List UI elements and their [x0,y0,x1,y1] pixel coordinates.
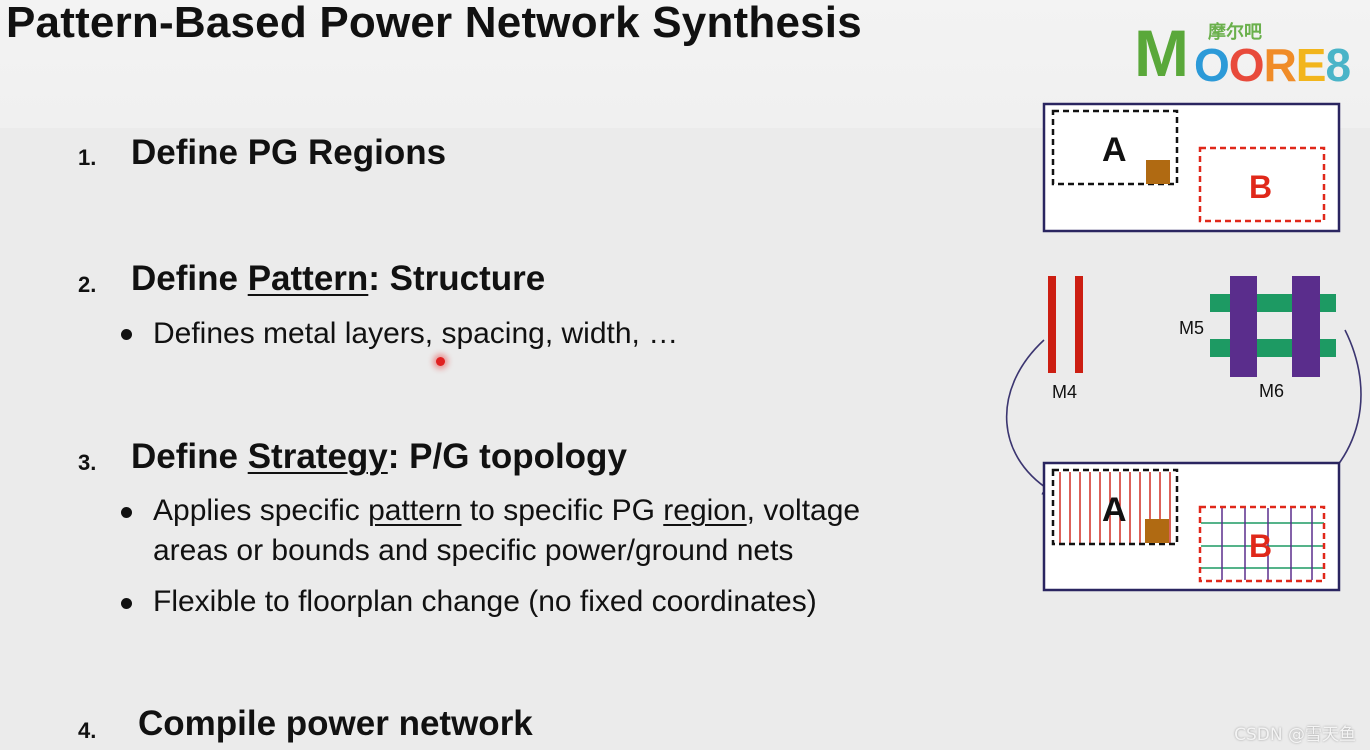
bullet-dot [121,329,132,340]
region-b-label: B [1249,528,1272,564]
step-number: 4. [78,718,97,743]
pg-diagram: A B M4 M5 M6 [1005,102,1362,592]
floorplan-top: A B [1042,102,1341,233]
bullet-text: Defines metal layers, spacing, width, … [153,317,679,350]
moore8-logo: 摩尔吧 M OORE8 [1130,14,1370,91]
region-b-outline [1198,505,1326,583]
label-m4: M4 [1052,382,1077,402]
region-b-outline [1198,146,1326,223]
label-m6: M6 [1259,381,1284,401]
region-a-label: A [1102,491,1127,529]
arrow-m4-to-a [1005,339,1056,494]
label-m5: M5 [1179,318,1204,338]
step-heading: Define Pattern: Structure [131,259,546,298]
step-number: 3. [78,450,97,475]
logo-letter-m: M [1134,16,1189,90]
floorplan-bottom: A B [1042,461,1341,592]
region-a-outline [1051,468,1179,546]
pattern-m5-m6: M5 M6 [1179,276,1336,401]
bullet-text: Flexible to floorplan change (no fixed c… [153,585,817,618]
region-a-label: A [1102,131,1127,169]
region-a-outline [1051,109,1179,186]
underlined-pattern: Pattern [247,259,369,298]
csdn-watermark: CSDN @雪天鱼 [1234,725,1356,745]
bullet-text-line2: areas or bounds and specific power/groun… [153,534,794,567]
step-number: 2. [78,272,97,297]
logo-chinese-text: 摩尔吧 [1208,22,1262,43]
slide-title: Pattern-Based Power Network Synthesis [6,0,862,47]
step-heading: Define PG Regions [131,133,447,172]
region-b-label: B [1249,169,1272,205]
step-number: 1. [78,145,97,170]
bullet-dot [121,598,132,609]
pattern-m4: M4 [1048,276,1083,402]
step-heading: Compile power network [138,704,533,743]
step-heading: Define Strategy: P/G topology [131,437,627,476]
bullet-text-line1: Applies specific pattern to specific PG … [153,494,861,527]
laser-pointer-dot [436,357,445,366]
logo-letters: OORE8 [1194,39,1351,91]
macro-block [1145,519,1169,543]
macro-block [1146,160,1170,184]
underlined-strategy: Strategy [247,437,388,476]
region-b-mesh [1201,508,1324,580]
bullet-dot [121,507,132,518]
